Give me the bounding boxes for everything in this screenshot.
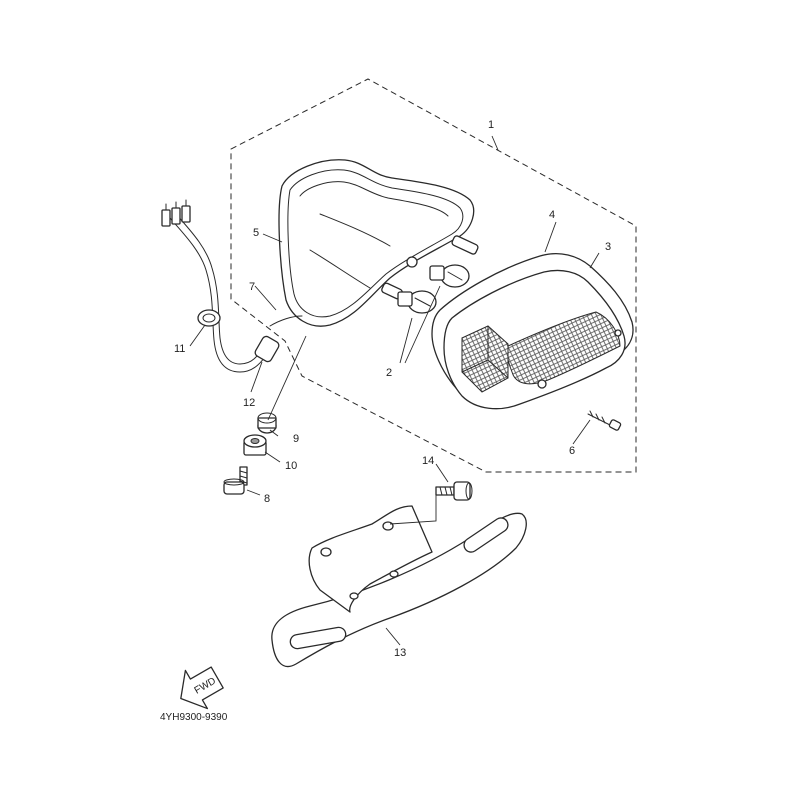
wire-harness bbox=[161, 199, 271, 373]
callout-8: 8 bbox=[264, 493, 270, 505]
tail-light-lens bbox=[443, 269, 626, 410]
callout-10: 10 bbox=[285, 460, 297, 472]
bolt-14 bbox=[435, 481, 473, 501]
assembly-boundary-dashed bbox=[230, 78, 637, 473]
callout-2: 2 bbox=[386, 367, 392, 379]
callout-5: 5 bbox=[253, 227, 259, 239]
lens-screw bbox=[587, 410, 622, 431]
callout-4: 4 bbox=[549, 209, 555, 221]
fwd-arrow-icon: FWD bbox=[180, 666, 224, 710]
reference-code: 4YH9300-9390 bbox=[160, 712, 228, 723]
bulb-right bbox=[429, 264, 470, 288]
tail-light-housing bbox=[278, 159, 479, 327]
callout-14: 14 bbox=[422, 455, 434, 467]
callout-3: 3 bbox=[605, 241, 611, 253]
callout-7: 7 bbox=[249, 281, 255, 293]
callout-12: 12 bbox=[243, 397, 255, 409]
callout-13: 13 bbox=[394, 647, 406, 659]
license-plate-bracket bbox=[271, 505, 527, 668]
bolt-8 bbox=[223, 466, 248, 495]
collar-9 bbox=[257, 412, 277, 434]
wire-grommet-11 bbox=[197, 309, 221, 327]
leader-lines bbox=[189, 135, 600, 646]
bulb-left bbox=[397, 290, 437, 314]
callout-9: 9 bbox=[293, 433, 299, 445]
callout-6: 6 bbox=[569, 445, 575, 457]
callout-1: 1 bbox=[488, 119, 494, 131]
wire-connector-12 bbox=[254, 315, 303, 363]
callout-11: 11 bbox=[174, 343, 185, 355]
damper-10 bbox=[243, 434, 267, 456]
